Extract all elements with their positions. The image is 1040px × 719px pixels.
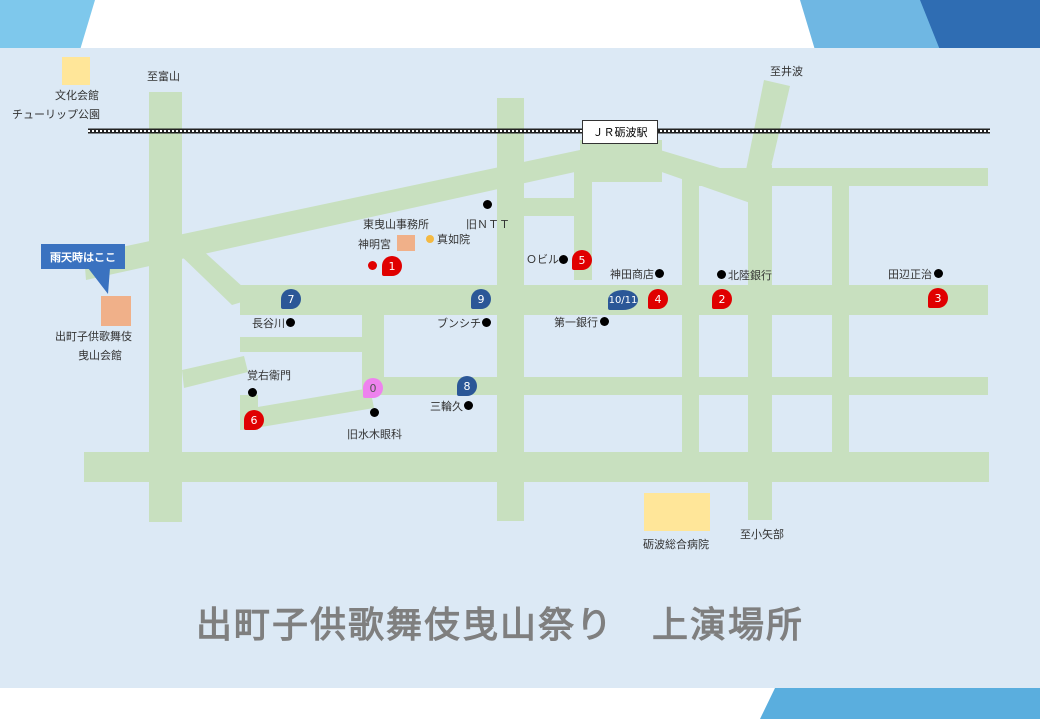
direction-toyama: 至富山 (147, 70, 180, 83)
label-kabuki-kaikan-1: 出町子供歌舞伎 (55, 330, 132, 343)
hospital-building (644, 493, 710, 531)
stage-marker-3: 3 (928, 288, 948, 308)
dot-o-building (559, 255, 568, 264)
slide-title: 出町子供歌舞伎曳山祭り 上演場所 (195, 604, 804, 646)
dot-tanabe-shoji (934, 269, 943, 278)
road-diagonal-southwest (240, 388, 374, 430)
stage-marker-8: 8 (457, 376, 477, 396)
road-toyama (149, 92, 182, 522)
rain-location-callout: 雨天時はここ (41, 244, 125, 269)
label-shinnyoin: 真如院 (437, 233, 470, 246)
stage-marker-7: 7 (281, 289, 301, 309)
bottom-right-accent (760, 688, 1040, 719)
road-diagonal-west-lower (182, 356, 248, 388)
shinnyoin-dot (426, 235, 434, 243)
dot-old-ntt (483, 200, 492, 209)
road-south-main (84, 452, 989, 482)
top-right-dark-accent (920, 0, 1040, 50)
bunka-kaikan-building (62, 57, 90, 85)
stage-marker-1: 1 (382, 256, 402, 276)
road-lower-west (240, 337, 370, 352)
road-diagonal-northwest (84, 150, 584, 280)
dot-bunshichi (482, 318, 491, 327)
road-station-east (656, 150, 760, 205)
dot-kanda-shoten (655, 269, 664, 278)
stage-marker-5: 5 (572, 250, 592, 270)
dot-hasegawa (286, 318, 295, 327)
label-kabuki-kaikan-2: 曳山会館 (78, 349, 122, 362)
direction-inami: 至井波 (770, 65, 803, 78)
stage-marker-0: 0 (363, 378, 383, 398)
road-middle-east-west (370, 377, 988, 395)
jr-tonami-station: ＪＲ砺波駅 (582, 120, 658, 144)
stage-marker-9: 9 (471, 289, 491, 309)
label-tulip-park: チューリップ公園 (12, 108, 100, 121)
dot-shinmeigu (368, 261, 377, 270)
label-old-ntt: 旧ＮＴＴ (466, 218, 510, 231)
road-ntt-block (520, 198, 575, 216)
road-station-block (580, 140, 662, 182)
label-hospital: 砺波総合病院 (643, 538, 709, 551)
label-tanabe-shoji: 田辺正治 (888, 268, 932, 281)
stage-marker-6: 6 (244, 410, 264, 430)
label-hokuriku-bank: 北陸銀行 (728, 269, 772, 282)
label-bunka-kaikan: 文化会館 (55, 89, 99, 102)
stage-marker-2: 2 (712, 289, 732, 309)
label-kanda-shoten: 神田商店 (610, 268, 654, 281)
road-hasegawa-vertical (362, 315, 384, 395)
label-shinmeigu: 神明宮 (358, 238, 391, 251)
stage-marker-10-11: 10/11 (608, 290, 638, 310)
dot-miwaku (464, 401, 473, 410)
hikiyama-office-building (397, 235, 415, 251)
dot-hokuriku-bank (717, 270, 726, 279)
dot-kaemon (248, 388, 257, 397)
kabuki-kaikan-building (101, 296, 131, 326)
direction-oyabe: 至小矢部 (740, 528, 784, 541)
label-old-mizuki-clinic: 旧水木眼科 (347, 428, 402, 441)
stage-marker-4: 4 (648, 289, 668, 309)
label-bunshichi: ブンシチ (437, 317, 481, 330)
label-hasegawa: 長谷川 (252, 317, 285, 330)
label-hikiyama-office: 東曳山事務所 (363, 218, 429, 231)
label-o-building: Ｏビル (526, 253, 559, 266)
dot-old-mizuki-clinic (370, 408, 379, 417)
road-diagonal-west (175, 248, 255, 305)
road-east-vertical (748, 165, 772, 520)
label-daiichi-bank: 第一銀行 (554, 316, 598, 329)
label-kaemon: 覚右衛門 (247, 369, 291, 382)
label-miwaku: 三輪久 (430, 400, 463, 413)
dot-daiichi-bank (600, 317, 609, 326)
top-left-accent (0, 0, 95, 50)
callout-pointer (88, 268, 110, 294)
